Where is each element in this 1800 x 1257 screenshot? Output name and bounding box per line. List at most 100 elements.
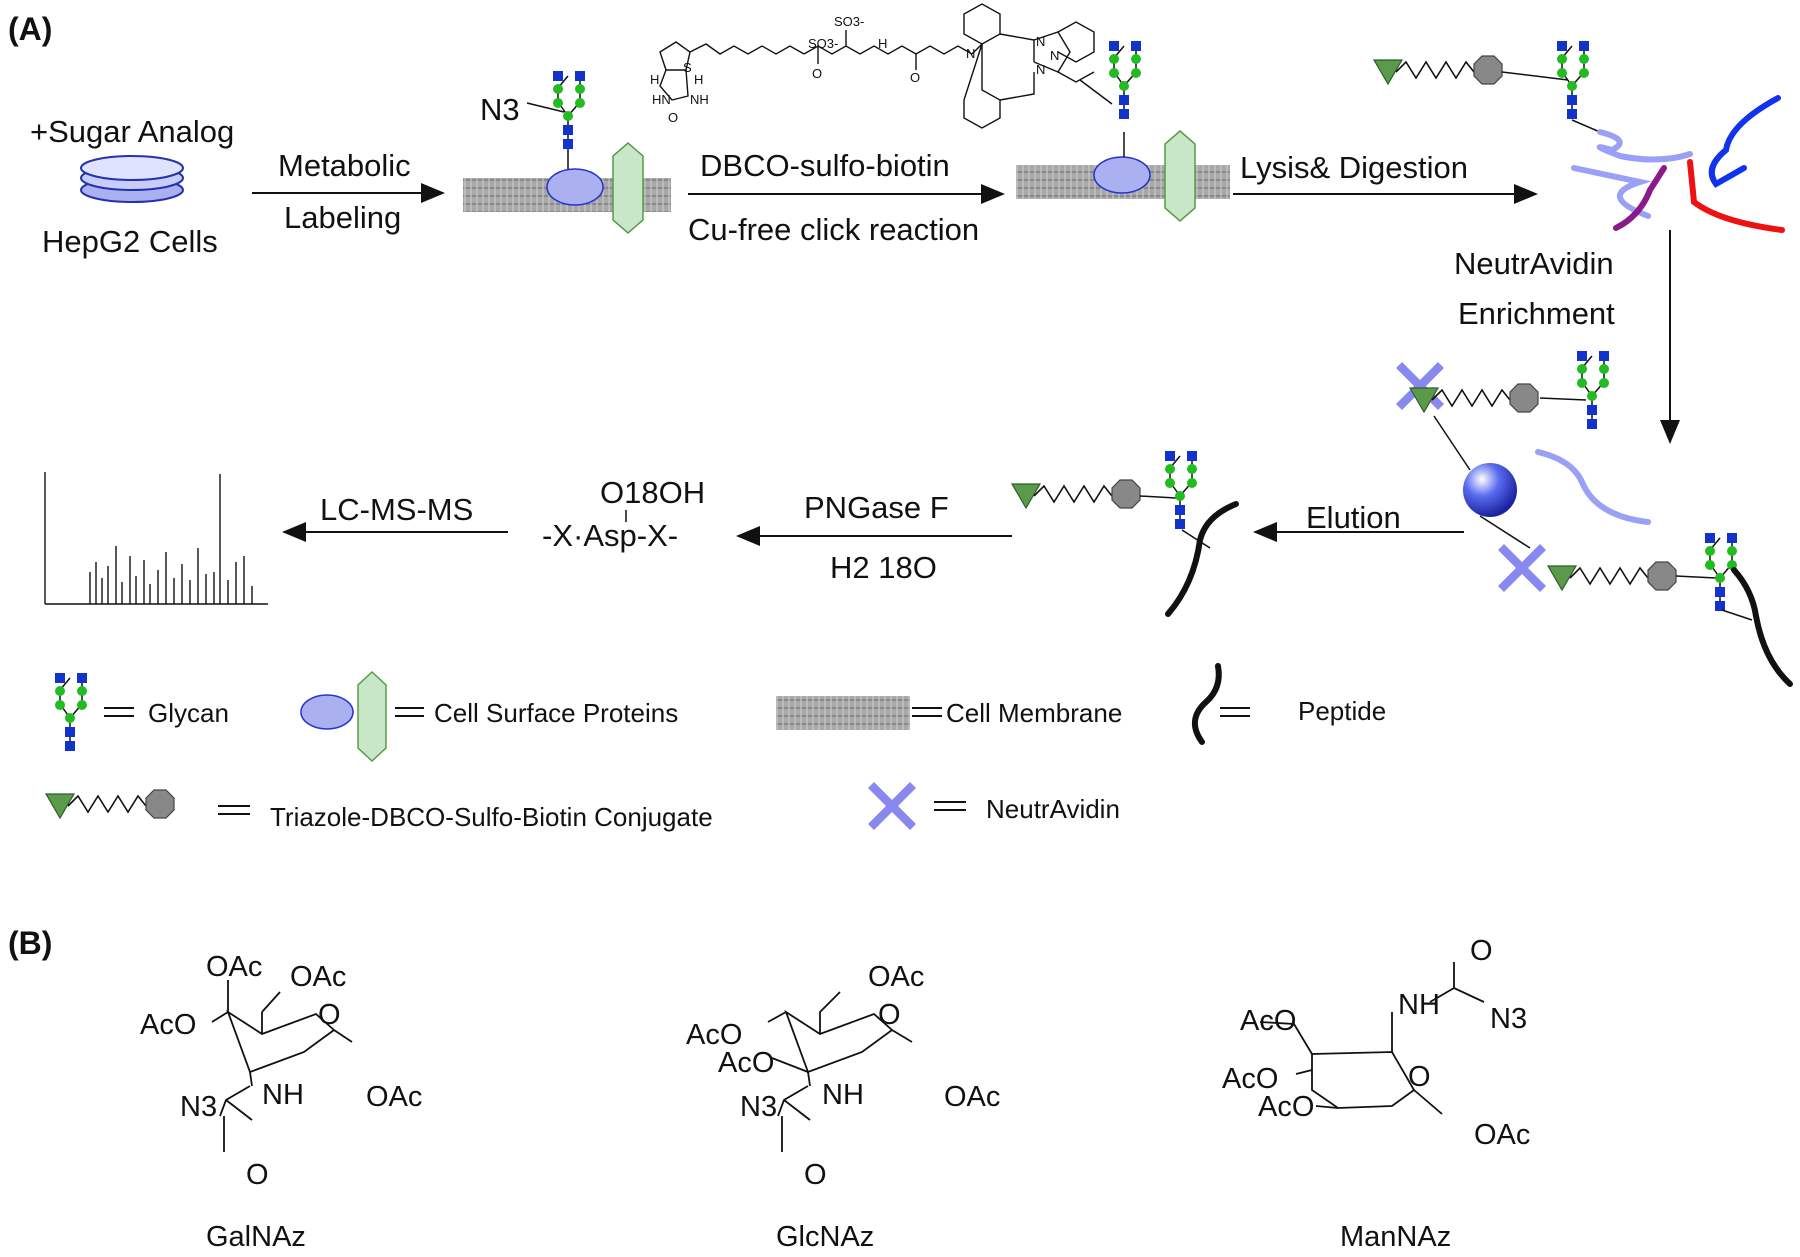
mannaz-group-7: O	[1408, 1061, 1431, 1093]
reagent-atom-o-2: O	[812, 66, 822, 81]
peptide-purple	[1613, 165, 1667, 231]
legend-glycan-label: Glycan	[148, 698, 229, 728]
glycan-icon-2	[1108, 40, 1142, 120]
cell-protein-green-2	[1164, 130, 1196, 222]
conjugate-bead-bottom	[1547, 561, 1677, 591]
mannaz-group-2: NH	[1398, 989, 1440, 1021]
legend-peptide-icon	[1192, 663, 1222, 745]
legend-protein-green	[357, 670, 387, 763]
galnaz-group-5: OAc	[366, 1081, 422, 1113]
enrich-label-1: NeutrAvidin	[1454, 246, 1614, 281]
legend-peptide-label: Peptide	[1298, 696, 1386, 726]
mannaz-group-5: AcO	[1222, 1063, 1278, 1095]
peptide-blue	[1708, 95, 1781, 188]
pngase-label: PNGase F	[804, 490, 949, 525]
reagent-atom-h-1: H	[650, 72, 659, 87]
galnaz-structure	[211, 980, 353, 1152]
conjugate-eluted	[1011, 479, 1141, 509]
cell-protein-green-1	[612, 142, 644, 234]
galnaz-name: GalNAz	[206, 1221, 306, 1253]
peptide-black-1	[1731, 567, 1793, 687]
mannaz-structure	[1259, 962, 1485, 1115]
mannaz-group-4: AcO	[1240, 1005, 1296, 1037]
legend-membrane-icon	[776, 696, 910, 730]
metabolic-label-2: Labeling	[284, 200, 401, 235]
glcnaz-group-1: OAc	[868, 961, 924, 993]
glycan-icon-4	[1576, 350, 1610, 430]
glcnaz-structure	[767, 991, 913, 1152]
mannaz-name: ManNAz	[1340, 1221, 1451, 1253]
glcnaz-group-6: N3	[740, 1091, 777, 1123]
petri-dish-icon	[80, 155, 184, 203]
panel-b-label: (B)	[8, 925, 52, 961]
cell-protein-blue-1	[546, 168, 604, 206]
mannaz-group-3: N3	[1490, 1003, 1527, 1035]
legend-membrane-label: Cell Membrane	[946, 698, 1122, 728]
panel-a-label: (A)	[8, 11, 52, 47]
legend-neutravidin-label: NeutrAvidin	[986, 794, 1120, 824]
mannaz-group-8: OAc	[1474, 1119, 1530, 1151]
cells-label: HepG2 Cells	[42, 224, 218, 259]
galnaz-group-8: O	[246, 1159, 269, 1191]
glcnaz-group-7: NH	[822, 1079, 864, 1111]
reagent-atom-n-4: N	[1036, 62, 1045, 77]
peptide-red	[1687, 159, 1785, 233]
glcnaz-group-2: AcO	[686, 1019, 742, 1051]
lcms-label: LC-MS-MS	[320, 492, 473, 527]
reagent-atom-s: S	[683, 60, 692, 75]
conjugate-top-right	[1373, 55, 1503, 85]
lysis-label: Lysis& Digestion	[1240, 150, 1468, 185]
legend-neutravidin-icon	[868, 782, 916, 830]
galnaz-group-6: N3	[180, 1091, 217, 1123]
sugar-analog-label: +Sugar Analog	[30, 114, 234, 149]
enrich-label-2: Enrichment	[1458, 296, 1615, 331]
cell-protein-blue-2	[1093, 156, 1151, 194]
reagent-atom-h-n1: SO3-	[808, 36, 838, 51]
reagent-atom-o-3: O	[910, 70, 920, 85]
mannaz-group-1: O	[1470, 935, 1493, 967]
galnaz-group-7: NH	[262, 1079, 304, 1111]
glcnaz-name: GlcNAz	[776, 1221, 874, 1253]
water-label: H2 18O	[830, 550, 937, 585]
legend-conjugate-icon	[45, 789, 175, 819]
glcnaz-group-8: O	[804, 1159, 827, 1191]
peptide-light-3	[1535, 449, 1651, 525]
click-label-1: DBCO-sulfo-biotin	[700, 148, 950, 183]
dbco-sulfo-biotin-structure	[659, 3, 1095, 129]
legend-glycan-icon	[54, 672, 88, 752]
reagent-atom-h-2: H	[694, 72, 703, 87]
reagent-atom-h-3: H	[878, 36, 887, 51]
glycan-icon-6	[1164, 450, 1198, 530]
glcnaz-group-5: OAc	[944, 1081, 1000, 1113]
reagent-atom-o-1: O	[668, 110, 678, 125]
galnaz-group-2: OAc	[290, 961, 346, 993]
reagent-atom-nh: NH	[690, 92, 709, 107]
product-oh-label: O18OH	[600, 475, 705, 510]
reagent-so3: SO3-	[834, 14, 864, 29]
galnaz-group-3: AcO	[140, 1009, 196, 1041]
click-label-2: Cu-free click reaction	[688, 212, 979, 247]
reagent-atom-n-1: N	[966, 46, 975, 61]
neutravidin-icon-2	[1498, 544, 1546, 592]
azide-label: N3	[480, 92, 520, 127]
legend-conjugate-label: Triazole-DBCO-Sulfo-Biotin Conjugate	[270, 802, 713, 832]
elution-label: Elution	[1306, 500, 1401, 535]
mannaz-group-6: AcO	[1258, 1091, 1314, 1123]
glcnaz-group-4: O	[878, 999, 901, 1031]
product-sequence: -X·Asp-X-	[542, 518, 678, 553]
reagent-atom-n-2: N	[1036, 34, 1045, 49]
reagent-atom-hn: HN	[652, 92, 671, 107]
reagent-atom-n-3: N	[1050, 48, 1059, 63]
ms-spectrum	[44, 472, 268, 605]
glcnaz-group-3: AcO	[718, 1047, 774, 1079]
conjugate-bead-top	[1409, 383, 1539, 413]
legend-protein-blue	[300, 694, 354, 730]
galnaz-group-4: O	[318, 999, 341, 1031]
legend-proteins-label: Cell Surface Proteins	[434, 698, 678, 728]
peptide-light-1	[1597, 129, 1693, 163]
avidin-bead	[1463, 463, 1517, 517]
metabolic-label-1: Metabolic	[278, 148, 411, 183]
peptide-black-2	[1165, 501, 1239, 617]
galnaz-group-1: OAc	[206, 951, 262, 983]
